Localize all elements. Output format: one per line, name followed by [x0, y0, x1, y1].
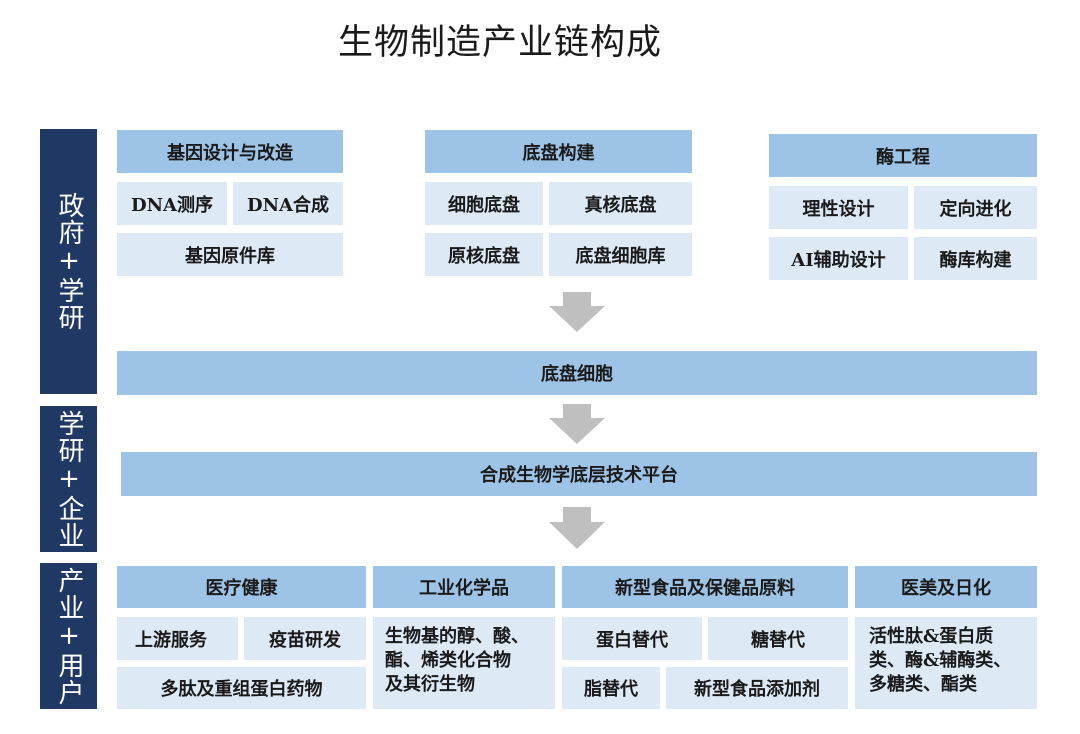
gene-design-header: 基因设计与改造: [117, 130, 343, 173]
bio-based-compounds-cell: 生物基的醇、酸、 酯、烯类化合物 及其衍生物: [373, 617, 555, 709]
down-arrow-1: [549, 292, 605, 332]
enzyme-engineering-header: 酶工程: [769, 134, 1037, 177]
side-label-industry-user: 产业+用户: [40, 563, 97, 709]
side-label-research-enterprise: 学研+企业: [40, 406, 97, 552]
peptide-protein-drugs-cell: 多肽及重组蛋白药物: [117, 667, 366, 709]
gene-parts-library-cell: 基因原件库: [117, 233, 343, 276]
down-arrow-2: [549, 404, 605, 444]
rational-design-cell: 理性设计: [769, 186, 908, 229]
page-title: 生物制造产业链构成: [337, 23, 662, 63]
ai-assisted-design-cell: AI辅助设计: [769, 237, 908, 280]
cell-chassis-cell: 细胞底盘: [425, 182, 543, 225]
eukaryotic-chassis-cell: 真核底盘: [549, 182, 692, 225]
beauty-ingredients-cell: 活性肽&蛋白质 类、酶&辅酶类、 多糖类、酯类: [855, 617, 1037, 709]
vaccine-rd-cell: 疫苗研发: [244, 617, 366, 660]
fat-substitute-cell: 脂替代: [562, 667, 660, 709]
novel-food-header: 新型食品及保健品原料: [562, 566, 848, 608]
chassis-construction-header: 底盘构建: [425, 130, 692, 173]
chassis-cell-library-cell: 底盘细胞库: [549, 233, 692, 276]
enzyme-library-cell: 酶库构建: [914, 237, 1037, 280]
synbio-platform-bar: 合成生物学底层技术平台: [121, 452, 1037, 496]
prokaryotic-chassis-cell: 原核底盘: [425, 233, 543, 276]
food-additive-cell: 新型食品添加剂: [666, 667, 848, 709]
protein-substitute-cell: 蛋白替代: [562, 617, 702, 660]
beauty-daily-header: 医美及日化: [855, 566, 1037, 608]
sugar-substitute-cell: 糖替代: [708, 617, 848, 660]
medical-health-header: 医疗健康: [117, 566, 366, 608]
dna-synthesis-cell: DNA合成: [233, 182, 343, 225]
side-label-government-research: 政府+学研: [40, 129, 97, 394]
down-arrow-3: [549, 507, 605, 549]
chassis-cell-bar: 底盘细胞: [117, 351, 1037, 395]
industrial-chemicals-header: 工业化学品: [373, 566, 555, 608]
upstream-services-cell: 上游服务: [117, 617, 238, 660]
dna-sequencing-cell: DNA测序: [117, 182, 227, 225]
directed-evolution-cell: 定向进化: [914, 186, 1037, 229]
